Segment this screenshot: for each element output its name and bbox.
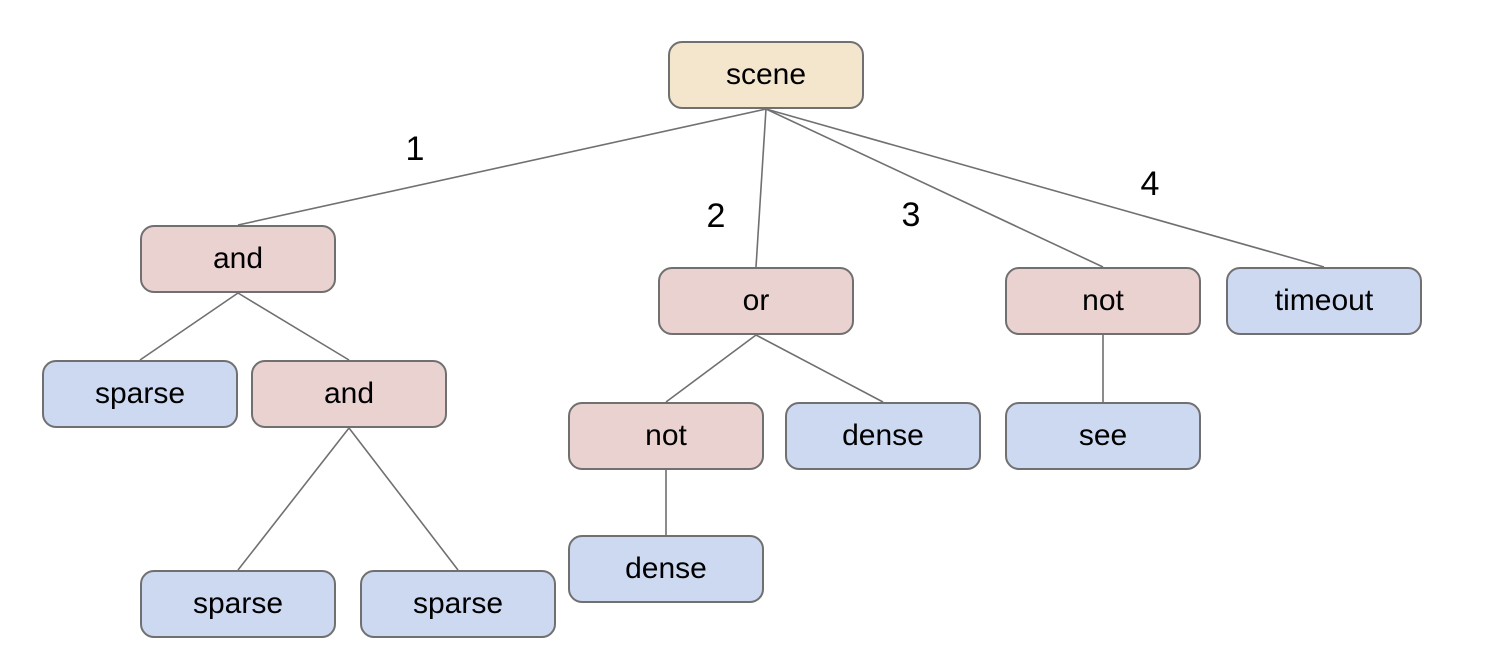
tree-node-scene: scene xyxy=(668,41,864,109)
tree-node-sparse3: sparse xyxy=(360,570,556,638)
node-label: timeout xyxy=(1274,284,1374,317)
tree-node-dense2: dense xyxy=(568,535,764,603)
tree-node-sparse1: sparse xyxy=(42,360,238,428)
edge-scene-or1 xyxy=(755,108,767,268)
edge-and1-and2 xyxy=(237,292,350,361)
tree-node-and1: and xyxy=(140,225,336,293)
node-label: not xyxy=(1082,284,1124,317)
node-label: sparse xyxy=(412,587,504,620)
node-label: or xyxy=(742,284,770,317)
node-label: sparse xyxy=(94,377,186,410)
edge-scene-and1 xyxy=(237,108,767,226)
edge-label-2: 2 xyxy=(707,197,726,235)
node-label: scene xyxy=(725,58,807,91)
edge-or1-not2 xyxy=(665,334,757,403)
node-label: and xyxy=(323,377,375,410)
edge-label-4: 4 xyxy=(1141,165,1160,203)
edge-and2-sparse2 xyxy=(237,427,350,571)
tree-node-not1: not xyxy=(1005,267,1201,335)
node-label: dense xyxy=(625,552,707,585)
tree-node-see1: see xyxy=(1005,402,1201,470)
tree-node-timeout1: timeout xyxy=(1226,267,1422,335)
tree-node-dense1: dense xyxy=(785,402,981,470)
tree-node-or1: or xyxy=(658,267,854,335)
edge-scene-not1 xyxy=(765,108,1104,268)
node-label: see xyxy=(1078,419,1128,452)
edge-or1-dense1 xyxy=(755,334,884,403)
tree-node-and2: and xyxy=(251,360,447,428)
tree-node-not2: not xyxy=(568,402,764,470)
edge-and2-sparse3 xyxy=(348,427,459,571)
edge-label-3: 3 xyxy=(902,196,921,234)
edge-and1-sparse1 xyxy=(139,292,239,361)
tree-node-sparse2: sparse xyxy=(140,570,336,638)
node-label: dense xyxy=(842,419,924,452)
node-label: not xyxy=(645,419,687,452)
edge-scene-timeout1 xyxy=(765,108,1325,268)
node-label: sparse xyxy=(192,587,284,620)
edge-label-1: 1 xyxy=(406,130,425,168)
node-label: and xyxy=(212,242,264,275)
